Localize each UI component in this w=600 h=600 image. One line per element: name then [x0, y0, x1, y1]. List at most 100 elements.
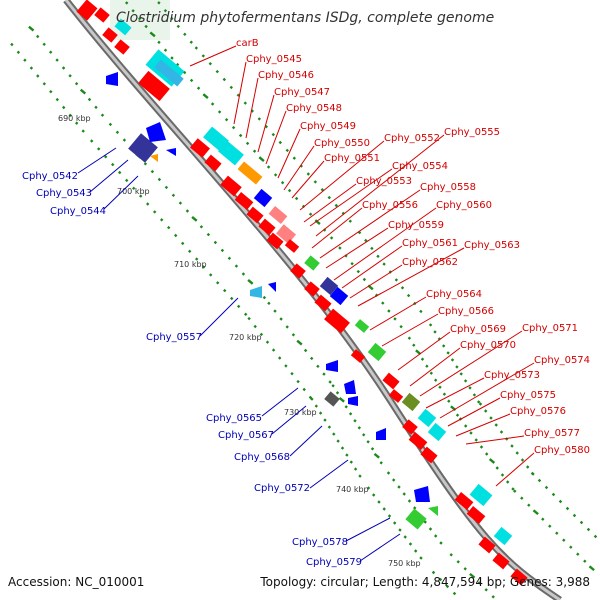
tick-mark [455, 365, 459, 369]
tick-mark [308, 212, 313, 216]
tick-mark [266, 165, 271, 169]
gene-label[interactable]: Cphy_0557 [146, 332, 202, 343]
tick-mark [143, 162, 148, 166]
tick-mark [247, 316, 251, 321]
tick-mark [510, 444, 514, 448]
tick-mark [434, 534, 438, 538]
gene-label[interactable]: Cphy_0555 [444, 127, 500, 138]
gene-label[interactable]: Cphy_0565 [206, 413, 262, 424]
gene-label[interactable]: Cphy_0580 [534, 445, 590, 456]
gene-label[interactable]: Cphy_0563 [464, 240, 520, 251]
gene-label[interactable]: Cphy_0558 [420, 182, 476, 193]
gene-label[interactable]: Cphy_0560 [436, 200, 492, 211]
tick-mark [213, 240, 218, 245]
tick-mark [338, 246, 342, 250]
gene-label[interactable]: Cphy_0564 [426, 289, 482, 300]
gene-label[interactable]: Cphy_0556 [362, 200, 418, 211]
tick-mark [90, 139, 94, 143]
tick-mark [252, 149, 257, 153]
gene-label[interactable]: Cphy_0559 [388, 220, 444, 231]
tick-mark [541, 517, 545, 521]
tick-mark [100, 113, 105, 117]
gene-label[interactable]: Cphy_0572 [254, 483, 310, 494]
gene-label[interactable]: Cphy_0545 [246, 54, 302, 65]
tick-mark [530, 471, 535, 476]
tick-mark [428, 323, 433, 327]
gene-label[interactable]: Cphy_0550 [314, 138, 370, 149]
tick-mark [206, 232, 211, 237]
gene-label[interactable]: Cphy_0566 [438, 306, 494, 317]
gene-label[interactable]: Cphy_0552 [384, 133, 440, 144]
gene-label[interactable]: Cphy_0551 [324, 153, 380, 164]
tick-mark [387, 309, 391, 313]
tick-mark [253, 324, 257, 329]
gene-label[interactable]: Cphy_0575 [500, 390, 556, 401]
gene-label[interactable]: Cphy_0577 [524, 428, 580, 439]
gene-label[interactable]: Cphy_0553 [356, 176, 412, 187]
gene-label[interactable]: Cphy_0569 [450, 324, 506, 335]
tick-mark [191, 216, 198, 222]
gene-label[interactable]: Cphy_0548 [286, 103, 342, 114]
gene-label[interactable]: Cphy_0546 [258, 70, 314, 81]
gene-label[interactable]: Cphy_0549 [300, 121, 356, 132]
tick-mark [146, 202, 150, 206]
tick-mark [195, 257, 199, 261]
gene-label[interactable]: Cphy_0544 [50, 206, 106, 217]
tick-mark [495, 466, 499, 470]
gene-label[interactable]: Cphy_0547 [274, 87, 330, 98]
tick-mark [414, 549, 418, 553]
tick-mark [328, 380, 332, 384]
gene-label[interactable]: Cphy_0571 [522, 323, 578, 334]
tick-mark [273, 309, 277, 313]
gene-label[interactable]: Cphy_0542 [22, 171, 78, 182]
tick-mark [429, 371, 433, 375]
tick-mark [565, 506, 570, 511]
tick-mark [340, 446, 345, 450]
genome-summary-text: Topology: circular; Length: 4,847,594 bp… [260, 575, 590, 589]
gene-label[interactable]: Cphy_0554 [392, 161, 448, 172]
tick-mark [386, 471, 391, 475]
tick-mark [285, 325, 289, 329]
tick-mark [413, 506, 417, 510]
gene-label[interactable]: Cphy_0576 [510, 406, 566, 417]
tick-mark [150, 169, 155, 174]
gene-label[interactable]: Cphy_0579 [306, 557, 362, 568]
gene-label[interactable]: Cphy_0570 [460, 340, 516, 351]
tick-mark [314, 219, 321, 225]
tick-mark [579, 520, 584, 525]
gene-label[interactable]: Cphy_0567 [218, 430, 274, 441]
gene-label[interactable]: Cphy_0574 [534, 355, 590, 366]
gene-label[interactable]: Cphy_0578 [292, 537, 348, 548]
tick-mark [201, 54, 205, 58]
tick-mark [399, 325, 403, 329]
tick-mark [294, 196, 299, 201]
tick-mark [310, 397, 314, 401]
tick-mark [348, 219, 352, 223]
tick-mark [285, 148, 289, 153]
tick-mark [488, 458, 496, 464]
tick-mark [350, 262, 354, 266]
tick-mark [278, 356, 282, 360]
tick-mark [446, 351, 450, 355]
tick-mark [500, 473, 505, 477]
tick-mark [356, 269, 360, 274]
gene-label[interactable]: carB [236, 38, 259, 49]
tick-mark [392, 478, 396, 482]
tick-mark [327, 195, 331, 200]
tick-mark [222, 77, 226, 82]
tick-mark [447, 399, 451, 403]
gene-label[interactable]: Cphy_0543 [36, 188, 92, 199]
gene-label[interactable]: Cphy_0568 [234, 452, 290, 463]
gene-label[interactable]: Cphy_0562 [402, 257, 458, 268]
tick-mark [202, 93, 209, 99]
tick-mark [87, 97, 92, 102]
gene-label[interactable]: Cphy_0561 [402, 238, 458, 249]
tick-mark [137, 17, 142, 21]
tick-mark [394, 278, 399, 282]
tick-mark [171, 193, 176, 197]
tick-mark [278, 140, 282, 145]
gene-label[interactable]: Cphy_0573 [484, 370, 540, 381]
tick-mark [491, 595, 495, 599]
tick-mark [247, 279, 254, 285]
tick-mark [506, 480, 510, 484]
